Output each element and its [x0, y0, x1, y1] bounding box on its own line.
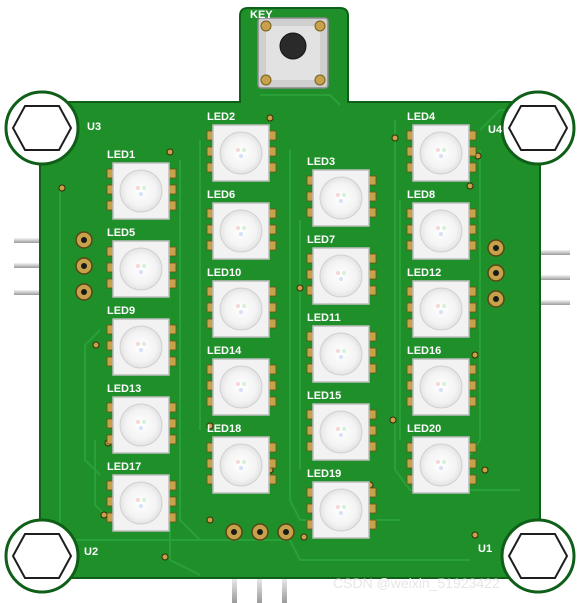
mount-hole-u2 [4, 518, 80, 594]
u3-label: U3 [87, 121, 101, 133]
led-label: LED10 [207, 267, 241, 279]
led-3: LED3 [306, 156, 377, 227]
led-6: LED6 [206, 189, 277, 260]
led-label: LED9 [107, 305, 135, 317]
mount-hole-u3 [4, 90, 80, 166]
u1-label: U1 [478, 543, 492, 555]
led-10: LED10 [206, 267, 277, 338]
left-header-pins [14, 238, 52, 295]
led-17: LED17 [106, 461, 177, 532]
key-switch[interactable] [257, 17, 329, 89]
tactile-button-icon[interactable] [279, 32, 307, 60]
led-15: LED15 [306, 390, 377, 461]
led-2: LED2 [206, 111, 277, 182]
led-7: LED7 [306, 234, 377, 305]
led-11: LED11 [306, 312, 377, 383]
led-label: LED3 [307, 156, 335, 168]
led-20: LED20 [406, 423, 477, 494]
led-1: LED1 [106, 149, 177, 220]
led-label: LED19 [307, 468, 341, 480]
led-label: LED11 [307, 312, 341, 324]
led-label: LED17 [107, 461, 141, 473]
led-label: LED8 [407, 189, 435, 201]
led-14: LED14 [206, 345, 277, 416]
led-label: LED13 [107, 383, 141, 395]
u4-label: U4 [488, 124, 503, 136]
led-4: LED4 [406, 111, 477, 182]
led-label: LED7 [307, 234, 335, 246]
led-label: LED16 [407, 345, 441, 357]
led-label: LED1 [107, 149, 135, 161]
key-label: KEY [250, 9, 273, 21]
bottom-header-pads [225, 523, 295, 541]
u2-label: U2 [84, 546, 98, 558]
led-label: LED12 [407, 267, 441, 279]
right-header-pads [487, 239, 505, 308]
led-label: LED15 [307, 390, 341, 402]
left-header-pads [75, 231, 93, 301]
led-label: LED5 [107, 227, 135, 239]
led-8: LED8 [406, 189, 477, 260]
led-16: LED16 [406, 345, 477, 416]
led-label: LED4 [407, 111, 436, 123]
watermark: CSDN @weixin_51923422 [333, 575, 500, 591]
led-19: LED19 [306, 468, 377, 539]
mount-hole-u4 [500, 90, 576, 166]
led-18: LED18 [206, 423, 277, 494]
led-9: LED9 [106, 305, 177, 376]
led-12: LED12 [406, 267, 477, 338]
led-label: LED14 [207, 345, 242, 357]
led-13: LED13 [106, 383, 177, 454]
led-label: LED20 [407, 423, 441, 435]
led-label: LED6 [207, 189, 235, 201]
led-label: LED18 [207, 423, 241, 435]
led-label: LED2 [207, 111, 235, 123]
bottom-header-pins [232, 575, 287, 603]
mount-hole-u1 [500, 518, 576, 594]
right-header-pins [530, 250, 570, 305]
led-5: LED5 [106, 227, 177, 298]
